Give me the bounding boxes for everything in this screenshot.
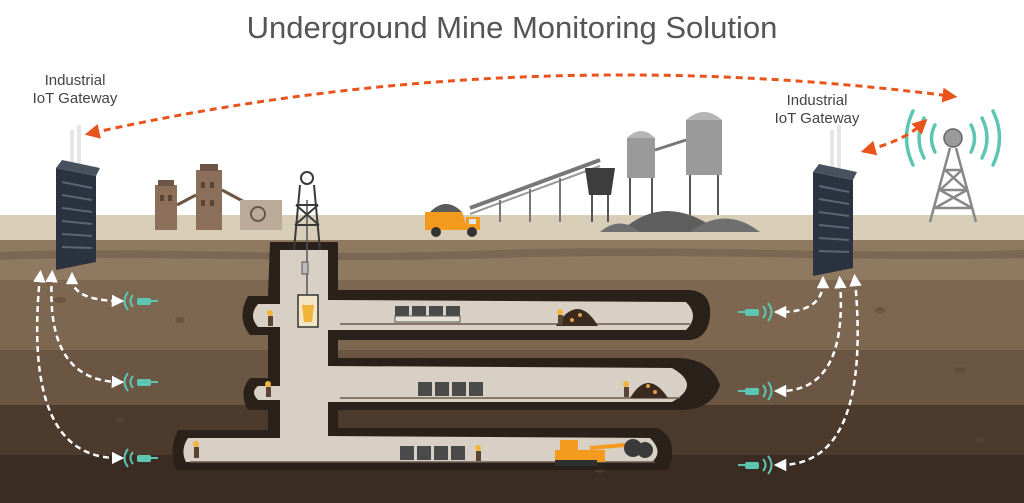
excavator-icon	[555, 439, 653, 466]
gateway-label-right: Industrial IoT Gateway	[757, 92, 877, 128]
wireless-sensor-icon	[123, 291, 158, 311]
mine-cart-icon	[418, 382, 483, 396]
surface-ground	[0, 215, 1024, 240]
gateway-label-line1: Industrial	[44, 72, 106, 89]
sensor-links-right	[773, 273, 862, 472]
industrial-gateway-icon	[813, 125, 857, 276]
mine-cart-icon	[394, 306, 461, 323]
wireless-sensor-icon	[738, 455, 773, 475]
wireless-sensor-icon	[123, 448, 158, 468]
conveyor-and-silos	[469, 112, 760, 232]
shaft-elevator	[297, 200, 319, 328]
silo-icon	[686, 112, 722, 215]
gateway-label-line2: IoT Gateway	[32, 90, 118, 107]
gateway-label-left: Industrial IoT Gateway	[20, 72, 130, 108]
wireless-backhaul-link	[84, 73, 958, 156]
mine-headframe-icon	[293, 171, 321, 251]
page-title: Underground Mine Monitoring Solution	[246, 10, 778, 45]
wireless-sensor-icon	[738, 381, 773, 401]
cell-tower-icon	[904, 109, 1002, 223]
gateway-label-line2: IoT Gateway	[774, 110, 860, 127]
dump-truck-icon	[425, 204, 480, 237]
wireless-sensor-icon	[123, 372, 158, 392]
sensor-links-left	[33, 269, 125, 465]
industrial-gateway-icon	[56, 125, 100, 270]
gateway-label-line1: Industrial	[786, 92, 848, 109]
wireless-sensor-icon	[738, 302, 773, 322]
mine-cart-icon	[400, 446, 465, 460]
processing-plant	[155, 164, 282, 230]
soil-layer-top	[0, 240, 1024, 280]
miner-icon	[193, 309, 629, 461]
silo-icon	[627, 131, 655, 215]
